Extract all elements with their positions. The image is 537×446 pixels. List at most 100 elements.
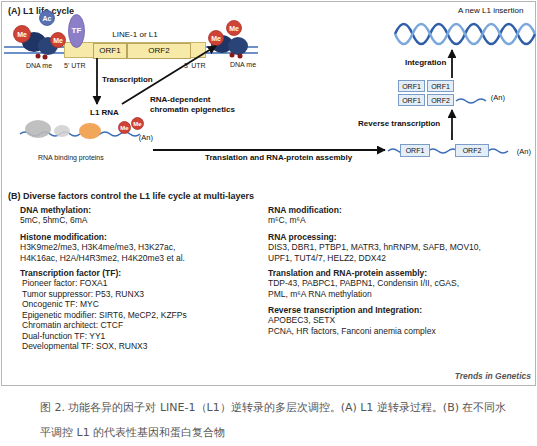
ribonucleoprotein: (An)ORF1ORF1ORF1ORF2 bbox=[395, 78, 507, 110]
orf-protein-box: ORF1 bbox=[400, 144, 430, 157]
dna-helix-strand bbox=[395, 24, 535, 44]
section-heading: RNA modification: bbox=[268, 205, 342, 216]
process-arrow bbox=[153, 149, 385, 151]
node-label: ORF1 bbox=[401, 145, 429, 156]
process-arrow bbox=[96, 58, 98, 104]
acetyl-mark: Ac bbox=[39, 10, 55, 26]
section-heading: Histone modification: bbox=[20, 232, 107, 243]
list-text: DNA me bbox=[26, 61, 52, 72]
figure-frame bbox=[2, 2, 536, 386]
list-text: TDP-43, PABPC1, PABPN1, Condensin I/II, … bbox=[268, 278, 463, 299]
node-label: ORF1 bbox=[428, 81, 453, 91]
node-label: L1 RNA bbox=[90, 109, 119, 117]
dna-methyl-dot bbox=[36, 54, 41, 59]
figure-caption: 图 2. 功能各异的因子对 LINE-1（L1）逆转录的多层次调控。(A) L1… bbox=[40, 395, 510, 445]
node-label: Me bbox=[118, 121, 131, 134]
orf-protein-box: ORF2 bbox=[427, 94, 454, 106]
methyl-mark: Me bbox=[131, 117, 144, 130]
methyl-mark: Me bbox=[13, 25, 31, 43]
step-label: Translation and RNA-protein assembly bbox=[205, 153, 352, 163]
orf-box: ORF1 bbox=[93, 43, 127, 59]
process-arrow bbox=[451, 50, 453, 78]
list-text: Developmental TF: SOX, RUNX3 bbox=[22, 341, 148, 352]
node-note: (An) bbox=[139, 134, 153, 142]
methyl-mark-shape bbox=[51, 33, 66, 48]
rna-transcript: L1 RNA (An) MeMe bbox=[15, 104, 153, 150]
methyl-mark-shape bbox=[119, 122, 131, 134]
methyl-mark: Me bbox=[118, 121, 131, 134]
list-text: m⁵C, m⁶A bbox=[268, 215, 306, 226]
orf-protein-box: ORF1 bbox=[398, 80, 425, 92]
node-label: Me bbox=[131, 117, 144, 130]
list-text: APOBEC3, SETX bbox=[268, 315, 335, 326]
list-text: 5mC, 5hmC, 6mA bbox=[20, 215, 88, 226]
list-text: DIS3, DBR1, PTBP1, MATR3, hnRNPM, SAFB, … bbox=[268, 242, 503, 263]
node-label: Me bbox=[50, 32, 66, 48]
methyl-mark-shape bbox=[209, 31, 224, 46]
acetyl-mark-shape bbox=[40, 11, 55, 26]
node-label: LINE-1 or L1 bbox=[65, 31, 205, 39]
orf-protein-box: ORF1 bbox=[427, 80, 454, 92]
rna-binding-protein bbox=[54, 125, 70, 137]
orf-box: ORF2 bbox=[127, 43, 191, 59]
step-label: Reverse transcription bbox=[358, 119, 440, 129]
list-text: 3' UTR bbox=[184, 61, 206, 72]
list-text: Dual-function TF: YY1 bbox=[22, 331, 105, 342]
node-label: ORF2 bbox=[456, 145, 488, 156]
list-text: Oncogenic TF: MYC bbox=[22, 299, 99, 310]
section-heading: Translation and RNA-protein assembly: bbox=[268, 268, 427, 279]
orf-protein-box: ORF2 bbox=[455, 144, 489, 157]
node-label: (An) bbox=[491, 94, 505, 102]
section-heading: DNA methylation: bbox=[20, 205, 91, 216]
node-label: A new L1 insertion bbox=[458, 7, 523, 15]
gene-body: LINE-1 or L1ORF1ORF2 bbox=[64, 42, 206, 58]
rna-binding-protein bbox=[25, 120, 51, 138]
node-label: ORF1 bbox=[399, 81, 424, 91]
new-insertion: A new L1 insertion bbox=[392, 4, 534, 50]
methyl-mark: Me bbox=[50, 32, 66, 48]
node-label: ORF1 bbox=[399, 95, 424, 105]
node-label: ORF2 bbox=[128, 44, 190, 58]
node-label: ORF1 bbox=[94, 44, 126, 58]
node-label: ORF2 bbox=[428, 95, 453, 105]
transcription-factor-shape bbox=[69, 15, 85, 48]
list-text: Chromatin architect: CTCF bbox=[22, 320, 123, 331]
dna-methyl-dot bbox=[230, 53, 235, 58]
mrna-transcript: (An) ORF1 ORF2 bbox=[385, 140, 533, 164]
node-label: Me bbox=[13, 25, 31, 43]
process-arrow bbox=[451, 110, 453, 140]
list-text: H3K9me2/me3, H3K4me/me3, H3K27ac, H4K16a… bbox=[20, 242, 202, 263]
node-label: (An) bbox=[517, 148, 531, 156]
list-text: Tumor suppressor: P53, RUNX3 bbox=[22, 289, 144, 300]
section-heading: Transcription factor (TF): bbox=[20, 268, 121, 279]
node-label: Me bbox=[226, 20, 242, 36]
rna-strand bbox=[456, 99, 486, 103]
section-heading: (B) Diverse factors control the L1 life … bbox=[8, 191, 254, 202]
dna-methyl-dot bbox=[43, 55, 48, 60]
methyl-mark: Me bbox=[208, 30, 224, 46]
step-label: Transcription bbox=[102, 75, 153, 85]
nucleosome bbox=[228, 37, 248, 55]
node-label: TF bbox=[68, 14, 85, 48]
section-heading: Reverse transcription and Integration: bbox=[268, 305, 422, 316]
section-heading: RNA processing: bbox=[268, 232, 337, 243]
list-text: RNA binding proteins bbox=[38, 153, 104, 164]
rna-binding-protein bbox=[79, 123, 101, 139]
list-text: Pioneer factor: FOXA1 bbox=[22, 278, 108, 289]
node-label: Ac bbox=[39, 10, 55, 26]
methyl-mark-shape bbox=[14, 26, 31, 43]
list-text: PCNA, HR factors, Fanconi anemia complex bbox=[268, 326, 436, 337]
step-label: RNA-dependent chromatin epigenetics bbox=[150, 95, 245, 114]
methyl-mark-shape bbox=[227, 21, 242, 36]
node-label: Me bbox=[208, 30, 224, 46]
methyl-mark: Me bbox=[226, 20, 242, 36]
dna-helix-strand bbox=[395, 24, 535, 44]
transcription-factor: TF bbox=[68, 14, 85, 48]
section-heading: Trends in Genetics bbox=[455, 371, 531, 382]
orf-protein-box: ORF1 bbox=[398, 94, 425, 106]
list-text: DNA me bbox=[230, 60, 256, 71]
step-label: Integration bbox=[405, 58, 446, 68]
list-text: Epigenetic modifier: SIRT6, MeCP2, KZFPs bbox=[22, 310, 187, 321]
list-text: 5' UTR bbox=[64, 61, 86, 72]
